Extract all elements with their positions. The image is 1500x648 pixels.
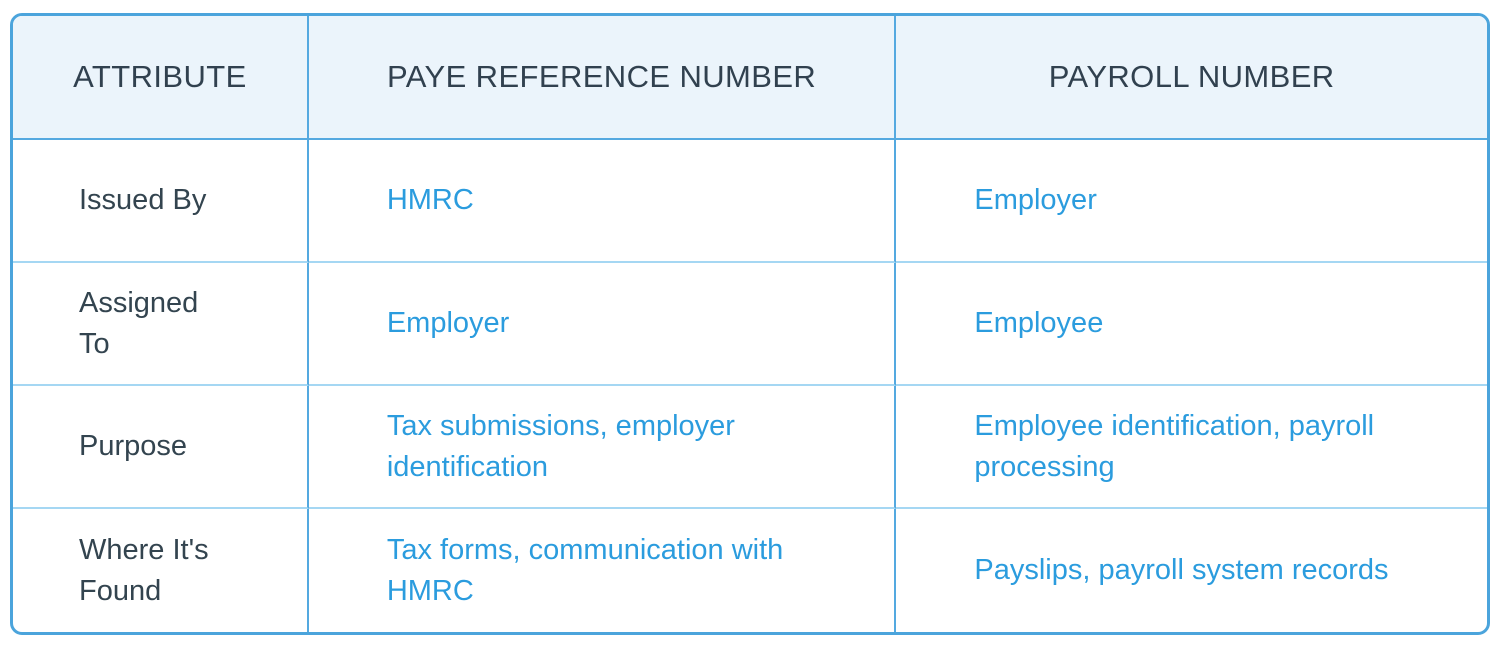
row-where-found-paye-value: Tax forms, communication with HMRC bbox=[309, 509, 897, 632]
row-assigned-to-attribute: Assigned To bbox=[13, 263, 309, 386]
row-purpose-attribute: Purpose bbox=[13, 386, 309, 509]
row-assigned-to-paye-value: Employer bbox=[308, 263, 897, 386]
row-where-found-payroll-value: Payslips, payroll system records bbox=[974, 554, 1389, 587]
row-purpose-payroll-value: Employee identification, payroll process… bbox=[896, 386, 1487, 509]
row-issued-by-attribute: Issued By bbox=[13, 140, 309, 263]
row-purpose-paye-value: Tax submissions, employer identification bbox=[308, 386, 897, 509]
row-issued-by-paye-value: HMRC bbox=[308, 140, 897, 263]
header-cell-attribute: ATTRIBUTE bbox=[13, 16, 309, 140]
row-where-found-attribute: Where It's Found bbox=[13, 509, 309, 632]
row-assigned-to-payroll-value: Employee bbox=[896, 263, 1487, 386]
row-issued-by-payroll-value: Employer bbox=[896, 140, 1487, 263]
header-cell-paye-reference-number: PAYE REFERENCE NUMBER bbox=[308, 16, 897, 140]
comparison-table: ATTRIBUTE PAYE REFERENCE NUMBER PAYROLL … bbox=[10, 13, 1490, 635]
header-cell-payroll-number: PAYROLL NUMBER bbox=[896, 16, 1487, 140]
